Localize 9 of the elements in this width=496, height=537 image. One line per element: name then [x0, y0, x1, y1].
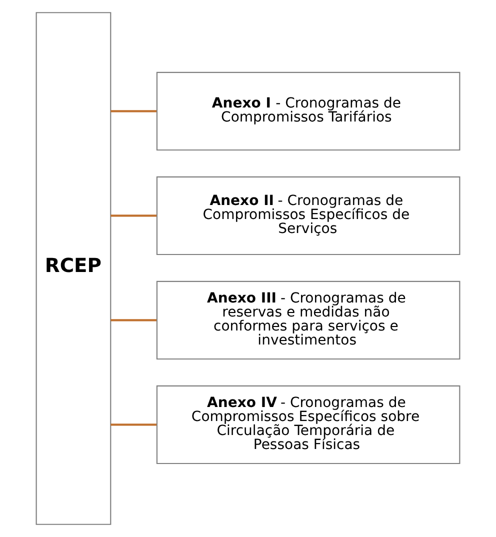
node-box: Anexo III - Cronogramas de reservas e medidas não conformes para serviços e investimentos: [156, 280, 460, 360]
node-box: Anexo II - Cronogramas de Compromissos Específicos de Serviços: [156, 176, 460, 256]
connector: [110, 214, 156, 217]
node-box: Anexo IV - Cronogramas de Compromissos Específicos sobre Circulação Temporária de Pessoas Físicas: [156, 385, 460, 464]
node-box: RCEP: [36, 12, 112, 525]
node-box: Anexo I - Cronogramas de Compromissos Tarifários: [156, 72, 460, 151]
connector: [110, 110, 156, 112]
connector: [110, 424, 156, 426]
connector: [110, 319, 156, 322]
